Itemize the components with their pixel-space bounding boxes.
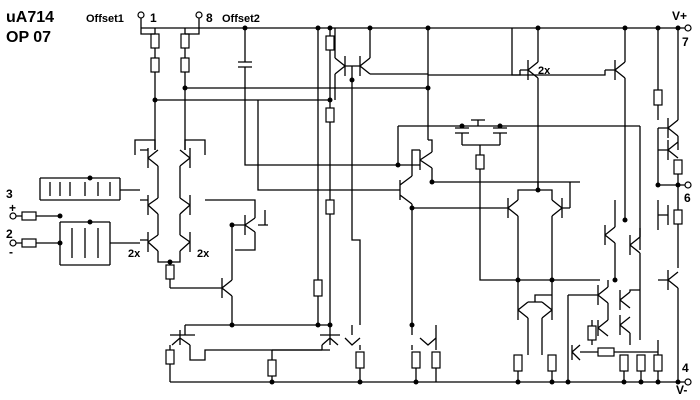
lower-right-network [565,200,663,385]
lower-left-mirror [165,199,330,382]
offset2-pin [195,11,203,19]
input-stage [16,139,206,288]
vplus-pin [684,24,692,32]
output-pin [684,181,692,189]
differential-pair [479,182,600,385]
offset1-pin-number: 1 [150,11,157,25]
middle-resistors [313,25,335,328]
offset2-label: Offset2 [222,13,260,25]
transistor-2x-label-left: 2x [128,248,141,260]
vplus-rail [140,18,685,29]
inminus-sign: - [9,245,13,259]
transistor-2x-label-top: 2x [538,65,551,77]
transistor-2x-label-right: 2x [197,248,210,260]
second-stage [257,100,640,325]
title-line2: OP 07 [6,29,51,46]
lower-center-mirrors [267,322,441,385]
top-mirror [334,25,431,325]
compensation-capacitor-1 [238,25,420,166]
vplus-pin-number: 7 [682,35,689,49]
inplus-pin [9,212,17,220]
offset1-label: Offset1 [86,13,124,25]
vminus-pin [684,378,692,386]
output-pin-number: 6 [684,191,691,205]
right-top-transistors [428,25,628,220]
title-line1: uA714 [6,9,54,26]
offset-network [140,28,428,150]
inplus-sign: + [9,201,16,215]
vplus-label: V+ [672,9,687,23]
inminus-pin [9,239,17,247]
inminus-pin-number: 2 [6,227,13,241]
offset1-pin [137,11,145,19]
vminus-pin-number: 4 [682,361,689,375]
inplus-pin-number: 3 [6,187,13,201]
offset2-pin-number: 8 [206,11,213,25]
vminus-label: V- [676,383,687,397]
output-stage [639,25,685,385]
compensation-capacitors [455,119,507,182]
